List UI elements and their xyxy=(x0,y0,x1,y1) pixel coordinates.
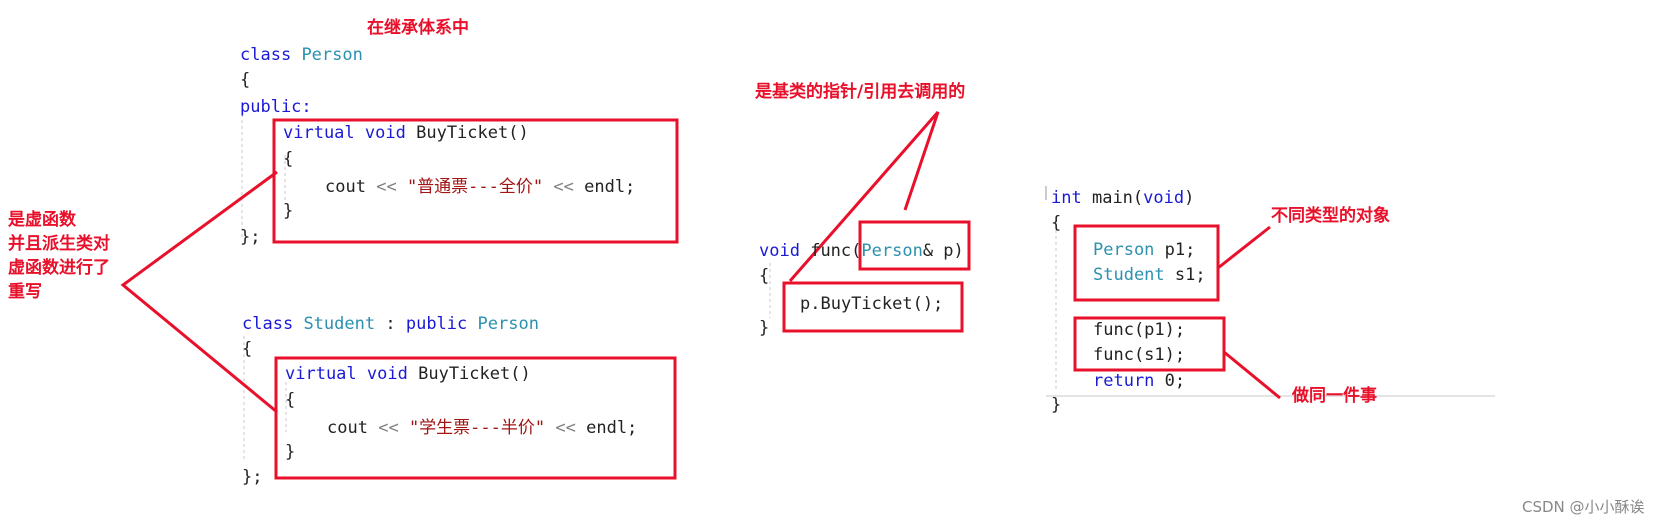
brace: { xyxy=(759,266,770,286)
param-box xyxy=(858,220,971,271)
call-box xyxy=(782,281,964,333)
code-line: virtual void BuyTicket() xyxy=(285,362,531,386)
keyword: class xyxy=(240,45,292,65)
keyword: void xyxy=(366,364,408,384)
keyword: int xyxy=(1051,188,1082,208)
param-type: Person xyxy=(861,241,923,261)
keyword: void xyxy=(759,241,800,261)
keyword: return xyxy=(1093,371,1155,391)
operator: << xyxy=(553,177,574,197)
brace: } xyxy=(285,442,296,462)
brace: }; xyxy=(242,467,263,487)
person-method-box xyxy=(272,118,679,244)
string-literal: "学生票---半价" xyxy=(408,418,546,438)
code-line: int main(void) xyxy=(1051,186,1194,210)
identifier: cout xyxy=(325,177,366,197)
objects-box xyxy=(1073,224,1220,302)
code-line: return 0; xyxy=(1093,369,1185,393)
virtual-annotation-line-1: 是虚函数 xyxy=(8,210,76,230)
code-line: cout << "学生票---半价" << endl; xyxy=(327,416,637,440)
keyword: void xyxy=(1143,188,1185,208)
brace: } xyxy=(283,201,294,221)
function-name: func( xyxy=(810,241,862,261)
type-name: Student xyxy=(1093,265,1165,285)
identifier: cout xyxy=(327,418,368,438)
inheritance-title: 在继承体系中 xyxy=(367,18,469,38)
brace: { xyxy=(240,70,251,90)
objects-pointer-line xyxy=(1217,225,1271,270)
same-thing-pointer-line xyxy=(1223,350,1281,400)
variable: s1; xyxy=(1174,265,1206,285)
code-line: Student s1; xyxy=(1093,263,1206,287)
keyword: public xyxy=(405,314,468,334)
keyword: void xyxy=(364,123,406,143)
keyword: virtual xyxy=(283,123,355,143)
different-types-annotation: 不同类型的对象 xyxy=(1271,206,1390,226)
virtual-annotation-line-4: 重写 xyxy=(8,282,42,302)
brace: } xyxy=(759,318,770,338)
method-name: BuyTicket() xyxy=(416,123,529,143)
colon: : xyxy=(385,314,396,334)
operator: << xyxy=(555,418,576,438)
brace: { xyxy=(242,339,253,359)
brace: { xyxy=(285,390,296,410)
code-line: class Person xyxy=(240,43,363,67)
brace: { xyxy=(1051,213,1062,233)
access-specifier: public: xyxy=(240,97,312,117)
operator: << xyxy=(376,177,397,197)
base-class-name: Person xyxy=(477,314,539,334)
param-rest: & p) xyxy=(922,241,964,261)
code-line: public: xyxy=(240,95,312,119)
keyword: class xyxy=(242,314,294,334)
variable: p1; xyxy=(1164,240,1196,260)
type-name: Person xyxy=(1093,240,1155,260)
watermark: CSDN @小小酥诶 xyxy=(1522,498,1645,516)
class-name: Person xyxy=(301,45,363,65)
code-line: Person p1; xyxy=(1093,238,1195,262)
virtual-annotation-line-2: 并且派生类对 xyxy=(8,234,110,254)
class-name: Student xyxy=(303,314,376,334)
method-name: BuyTicket() xyxy=(418,364,531,384)
paren: ) xyxy=(1184,188,1195,208)
student-method-box xyxy=(274,356,677,480)
same-thing-annotation: 做同一件事 xyxy=(1292,386,1377,406)
function-call: func(s1); xyxy=(1093,345,1186,365)
code-line: virtual void BuyTicket() xyxy=(283,121,529,145)
base-ref-arrow-lines xyxy=(788,111,940,282)
code-line: void func(Person& p) xyxy=(759,239,964,263)
keyword: virtual xyxy=(285,364,357,384)
function-name: main( xyxy=(1091,188,1144,208)
brace: { xyxy=(283,149,294,169)
code-line: cout << "普通票---全价" << endl; xyxy=(325,175,635,199)
return-value: 0; xyxy=(1164,371,1186,391)
operator: << xyxy=(378,418,399,438)
func-calls-box xyxy=(1073,316,1226,372)
brace: } xyxy=(1051,395,1062,415)
identifier: endl; xyxy=(584,177,636,197)
code-line: class Student : public Person xyxy=(242,312,539,336)
virtual-annotation-line-3: 虚函数进行了 xyxy=(8,258,110,278)
function-call: func(p1); xyxy=(1093,320,1186,340)
identifier: endl; xyxy=(586,418,638,438)
brace: }; xyxy=(240,227,261,247)
virtual-arrow-lines xyxy=(120,170,278,414)
string-literal: "普通票---全价" xyxy=(406,177,544,197)
base-ref-annotation: 是基类的指针/引用去调用的 xyxy=(755,82,966,102)
method-call: p.BuyTicket(); xyxy=(800,294,944,314)
